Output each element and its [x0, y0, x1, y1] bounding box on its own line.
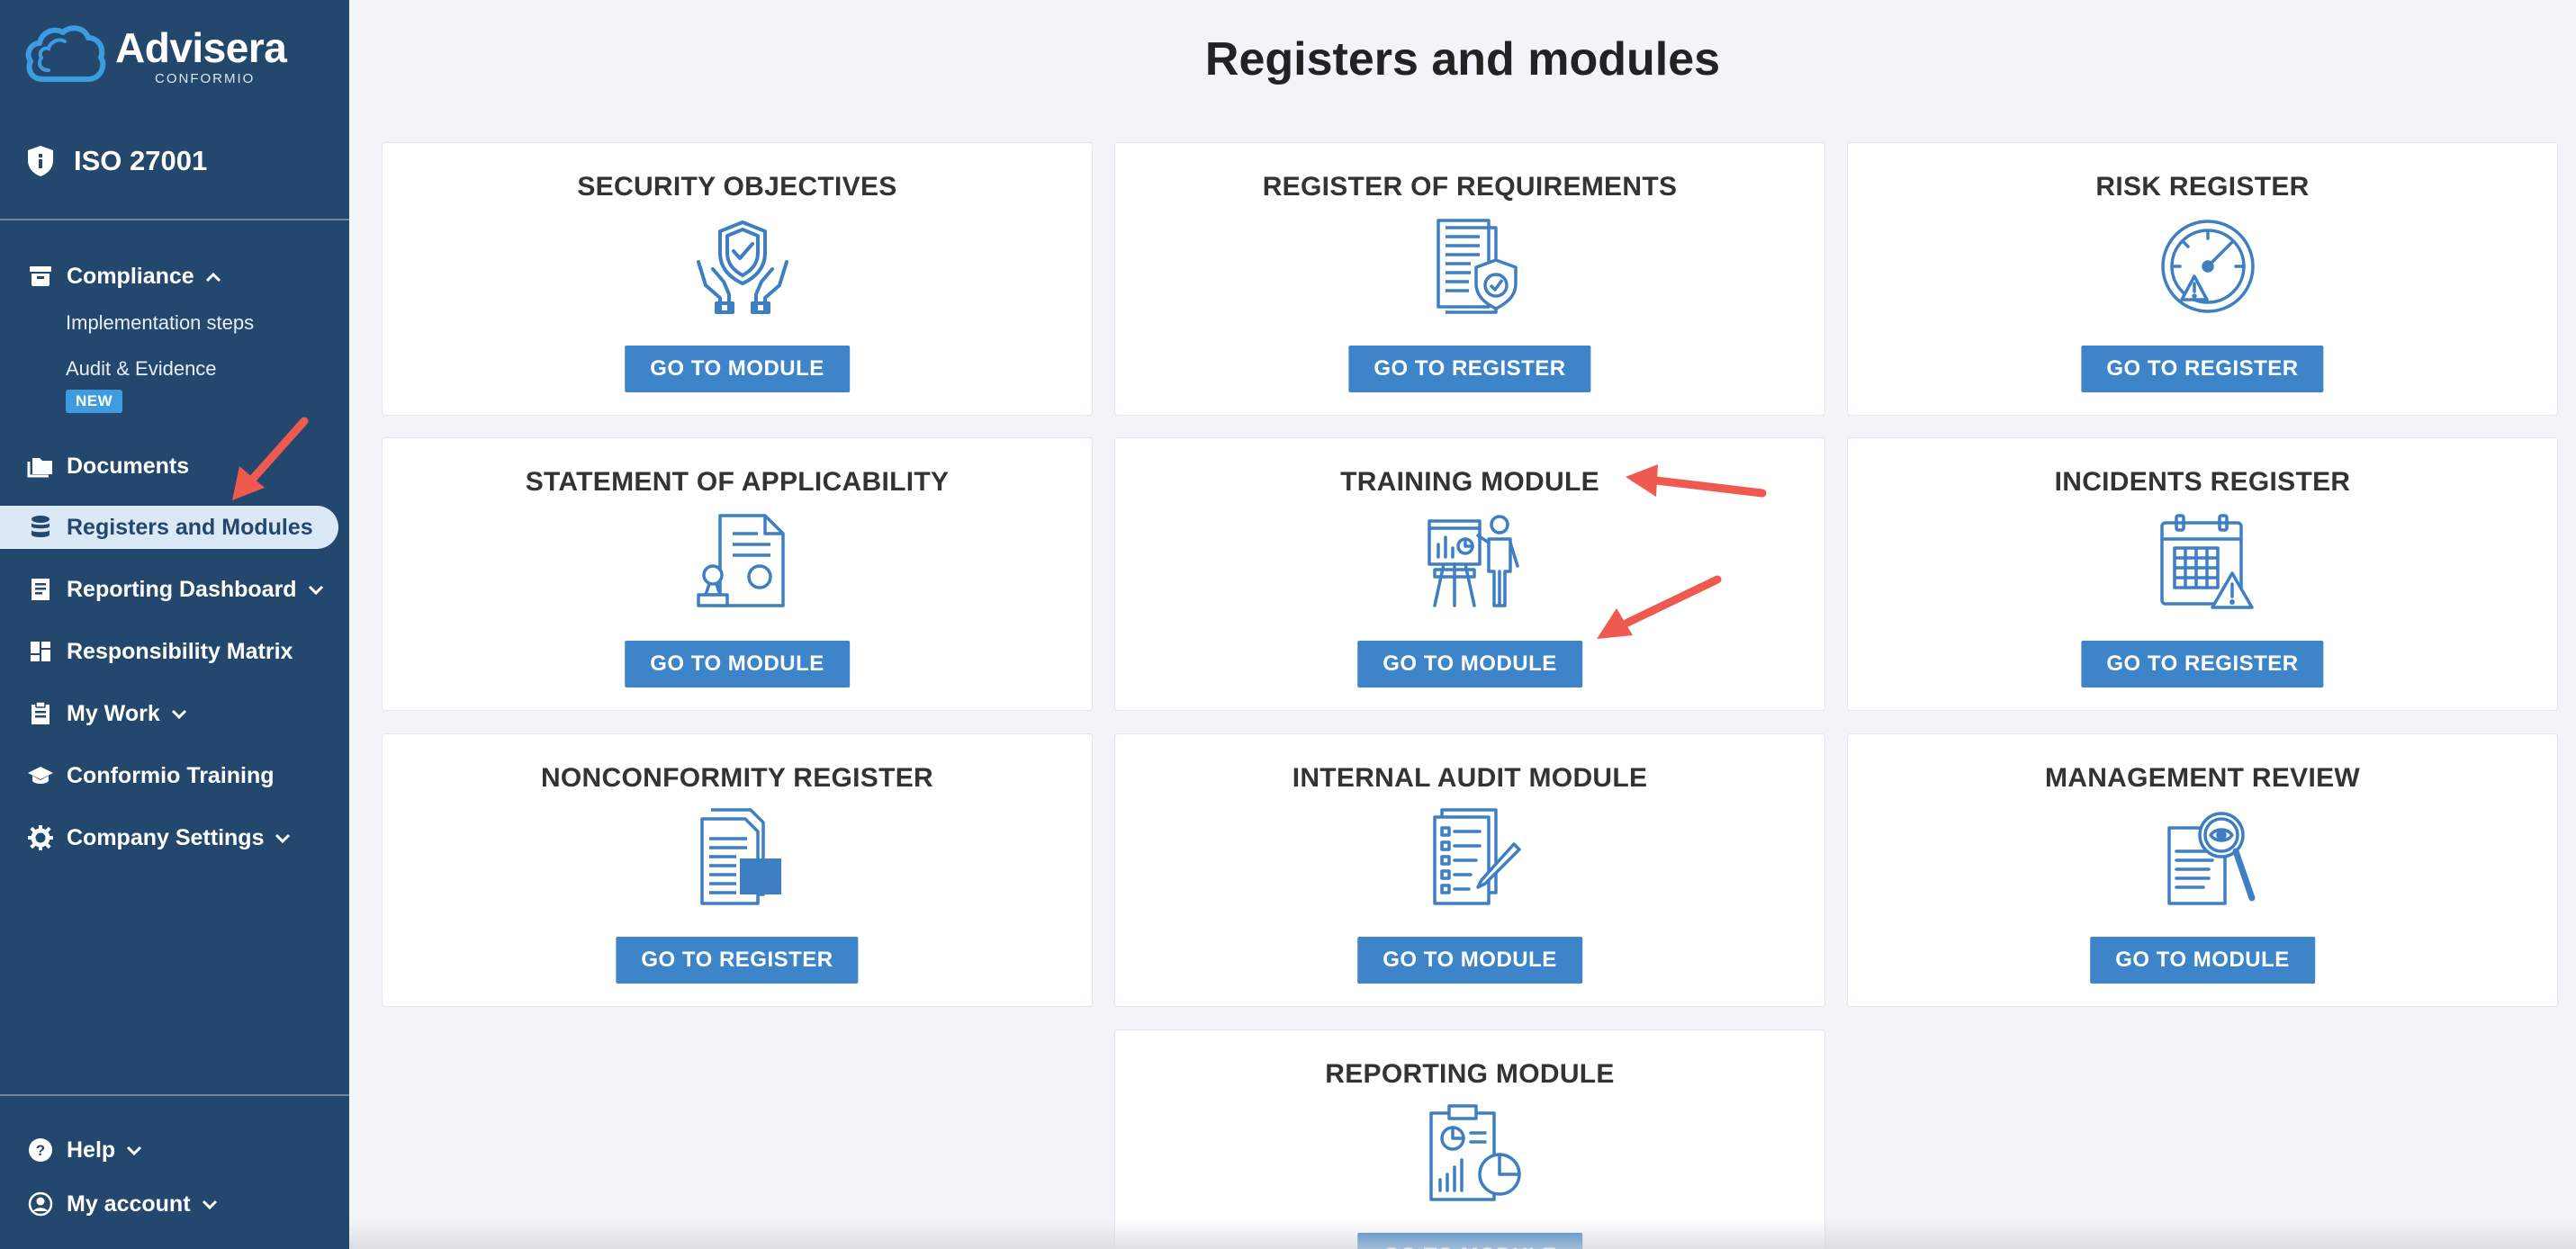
nav-responsibility-matrix[interactable]: Responsibility Matrix [27, 638, 293, 665]
nav-active-highlight [0, 506, 338, 549]
product-name: ISO 27001 [74, 145, 208, 176]
product-label: ISO 27001 [25, 144, 207, 178]
document-shield-icon [1437, 219, 1518, 314]
card-nonconformity-register: NONCONFORMITY REGISTER GO TO REGISTER [382, 733, 1093, 1007]
chevron-down-icon [308, 578, 324, 601]
nav-registers-modules-label: Registers and Modules [67, 514, 313, 540]
go-to-module-button[interactable]: GO TO MODULE [625, 346, 850, 392]
nav-help-label: Help [67, 1137, 116, 1163]
presentation-icon [1428, 515, 1519, 607]
report-chart-icon [1429, 1104, 1521, 1201]
database-icon [27, 514, 54, 541]
card-title: REPORTING MODULE [1325, 1059, 1615, 1089]
card-training-module: TRAINING MODULE GO TO MODULE [1114, 437, 1825, 711]
go-to-register-button[interactable]: GO TO REGISTER [2081, 346, 2324, 392]
nav-reporting-dashboard[interactable]: Reporting Dashboard [27, 576, 324, 603]
stamp-document-icon [697, 514, 785, 607]
card-risk-register: RISK REGISTER GO TO REGISTER [1847, 142, 2558, 416]
card-statement-of-applicability: STATEMENT OF APPLICABILITY GO TO MODULE [382, 437, 1093, 711]
nav-compliance[interactable]: Compliance [27, 263, 221, 290]
nav-my-work[interactable]: My Work [27, 700, 187, 727]
card-register-of-requirements: REGISTER OF REQUIREMENTS GO TO REGISTER [1114, 142, 1825, 416]
card-title: TRAINING MODULE [1340, 467, 1599, 497]
go-to-module-button[interactable]: GO TO MODULE [1357, 937, 1582, 984]
card-title: INCIDENTS REGISTER [2054, 467, 2351, 497]
card-management-review: MANAGEMENT REVIEW GO TO MODULE [1847, 733, 2558, 1007]
cloud-logo-icon [25, 25, 106, 82]
card-title: REGISTER OF REQUIREMENTS [1262, 172, 1678, 202]
card-title: RISK REGISTER [2095, 172, 2310, 202]
nav-conformio-training[interactable]: Conformio Training [27, 762, 275, 789]
go-to-module-button[interactable]: GO TO MODULE [1357, 1233, 1582, 1249]
annotation-arrow-training-button [1597, 575, 1722, 639]
card-title: STATEMENT OF APPLICABILITY [525, 467, 950, 497]
nav-reporting-dashboard-label: Reporting Dashboard [67, 576, 297, 602]
card-title: MANAGEMENT REVIEW [2044, 763, 2361, 793]
go-to-register-button[interactable]: GO TO REGISTER [616, 937, 859, 984]
card-reporting-module: REPORTING MODULE GO TO MODULE [1114, 1029, 1825, 1249]
help-icon: ? [27, 1137, 54, 1164]
folder-icon [27, 453, 54, 480]
nav-compliance-label: Compliance [67, 263, 194, 289]
risk-gauge-icon [2161, 220, 2255, 313]
chevron-up-icon [205, 265, 221, 288]
gear-icon [27, 824, 54, 851]
card-incidents-register: INCIDENTS REGISTER GO TO REGISTER [1847, 437, 2558, 711]
card-title: INTERNAL AUDIT MODULE [1292, 763, 1648, 793]
sidebar-divider-bottom [0, 1094, 349, 1096]
chevron-down-icon [171, 702, 187, 725]
nav-registers-modules[interactable]: Registers and Modules [27, 514, 313, 541]
archive-icon [27, 263, 54, 290]
sidebar: Advisera CONFORMIO ISO 27001 Compliance … [0, 0, 349, 1249]
brand-sub: CONFORMIO [155, 70, 256, 86]
go-to-register-button[interactable]: GO TO REGISTER [2081, 641, 2324, 687]
nav-audit-evidence[interactable]: Audit & Evidence [66, 357, 217, 380]
sidebar-divider-top [0, 219, 349, 220]
nav-documents[interactable]: Documents [27, 453, 189, 480]
annotation-arrow-documents [232, 417, 309, 500]
nav-company-settings[interactable]: Company Settings [27, 824, 291, 851]
graduation-cap-icon [27, 762, 54, 789]
document-magnifier-icon [2167, 812, 2256, 905]
clipboard-icon [27, 700, 54, 727]
calendar-warning-icon [2160, 514, 2254, 609]
chevron-down-icon [202, 1192, 218, 1216]
page-title: Registers and modules [1204, 33, 1721, 85]
shield-hands-icon [697, 220, 788, 314]
annotation-arrow-training-title [1626, 464, 1767, 498]
report-icon [27, 576, 54, 603]
new-badge: NEW [66, 390, 123, 413]
nav-help[interactable]: ? Help [27, 1137, 142, 1164]
nav-my-account-label: My account [67, 1191, 191, 1217]
go-to-module-button[interactable]: GO TO MODULE [625, 641, 850, 687]
brand-name: Advisera [115, 23, 287, 71]
svg-text:?: ? [36, 1142, 45, 1159]
go-to-module-button[interactable]: GO TO MODULE [1357, 641, 1582, 687]
card-title: NONCONFORMITY REGISTER [540, 763, 934, 793]
go-to-register-button[interactable]: GO TO REGISTER [1348, 346, 1591, 392]
nav-implementation-steps[interactable]: Implementation steps [66, 311, 255, 334]
nav-company-settings-label: Company Settings [67, 824, 265, 850]
nav-my-work-label: My Work [67, 700, 160, 726]
go-to-module-button[interactable]: GO TO MODULE [2090, 937, 2315, 984]
shield-icon [28, 146, 53, 176]
chevron-down-icon [275, 826, 291, 849]
brand-logo[interactable]: Advisera CONFORMIO [23, 23, 287, 88]
checklist-pen-icon [1433, 808, 1521, 905]
document-block-icon [700, 808, 781, 905]
card-title: SECURITY OBJECTIVES [577, 172, 897, 202]
nav-responsibility-matrix-label: Responsibility Matrix [67, 638, 293, 664]
card-internal-audit-module: INTERNAL AUDIT MODULE GO TO MODULE [1114, 733, 1825, 1007]
nav-my-account[interactable]: My account [27, 1191, 218, 1218]
chevron-down-icon [126, 1138, 142, 1162]
nav-documents-label: Documents [67, 453, 190, 479]
nav-conformio-training-label: Conformio Training [67, 762, 275, 788]
user-circle-icon [27, 1191, 54, 1218]
dashboard-grid-icon [27, 638, 54, 665]
card-security-objectives: SECURITY OBJECTIVES GO TO MODULE [382, 142, 1093, 416]
